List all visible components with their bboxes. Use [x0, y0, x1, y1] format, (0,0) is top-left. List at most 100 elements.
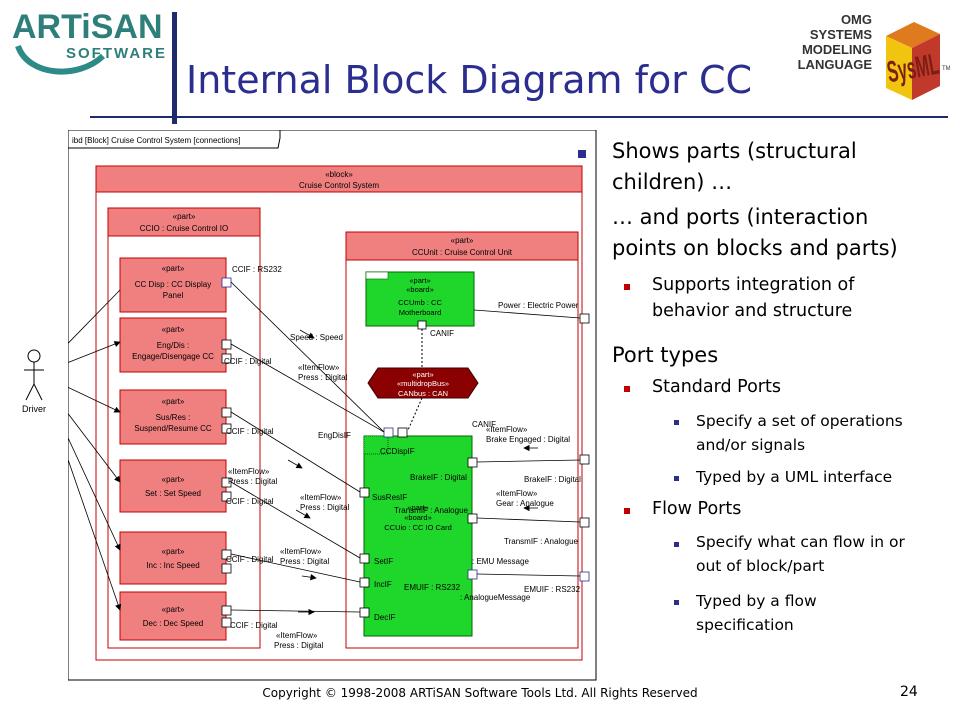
part-stereotype: «part» [162, 325, 185, 334]
part-io-card: «part» «board» CCUio : CC IO Card [363, 435, 473, 637]
label-speed: Speed : Speed [290, 333, 343, 342]
label-itemflow-brake: «ItemFlow» [486, 425, 528, 434]
label-press-susres: Press : Digital [300, 503, 350, 512]
label-brakeif-digital: BrakeIF : Digital [524, 475, 581, 484]
label-ccif-digital-5: CCIF : Digital [230, 621, 278, 630]
part-sus-res: «part» Sus/Res : Suspend/Resume CC [119, 389, 227, 445]
outer-block-stereotype: «block» [325, 170, 353, 179]
label-ccif-digital-2: CCIF : Digital [226, 427, 274, 436]
mb-name-2: Motherboard [399, 308, 442, 317]
mb-stereotype-2: «board» [406, 285, 434, 294]
bullet-marker [674, 420, 679, 425]
ccio-stereotype: «part» [173, 212, 196, 221]
bullet-l3: Typed by a UML interface [696, 468, 893, 486]
connectors [230, 281, 581, 613]
systems-text: SYSTEMS [810, 27, 872, 42]
actor-connectors [68, 289, 122, 611]
label-brakeif-internal: BrakeIF : Digital [410, 473, 467, 482]
artisan-software-logo: ARTiSAN SOFTWARE [12, 8, 167, 75]
part-cc-disp: «part» CC Disp : CC Display Panel [119, 257, 227, 313]
tm-text: TM [942, 66, 950, 72]
bus-io-connector [407, 397, 423, 431]
label-cciodisif: CCDispIF [380, 447, 415, 456]
bus-name: CANbus : CAN [398, 389, 448, 398]
label-itemflow-engdis: «ItemFlow» [298, 363, 340, 372]
label-transmif-internal: TransmIF : Analogue [394, 506, 469, 515]
driver-actor-figure [24, 349, 44, 401]
part-dec: «part» Dec : Dec Speed [119, 591, 227, 641]
bus-stereotype: «part» [412, 370, 433, 379]
ccunit-stereotype: «part» [451, 236, 474, 245]
part-stereotype: «part» [162, 475, 185, 484]
ccunit-header [345, 231, 579, 261]
copyright-footer: Copyright © 1998-2008 ARTiSAN Software T… [262, 686, 698, 700]
label-emu-message: : EMU Message [472, 557, 529, 566]
label-canif-io: CANIF [472, 420, 496, 429]
label-press-engdis: Press : Digital [298, 373, 348, 382]
label-canif-mb: CANIF [430, 329, 454, 338]
label-ccif-rs232: CCIF : RS232 [232, 265, 282, 274]
part-stereotype: «part» [162, 264, 185, 273]
label-gear: Gear : Analogue [496, 499, 554, 508]
bullet-marker [674, 476, 679, 481]
part-name: Dec : Dec Speed [143, 619, 203, 628]
slide-title: Internal Block Diagram for CC [186, 58, 753, 102]
label-incif: IncIF [374, 580, 392, 589]
label-susresif: SusResIF [372, 493, 407, 502]
part-eng-dis: «part» Eng/Dis : Engage/Disengage CC [119, 317, 227, 373]
part-name-2: Suspend/Resume CC [134, 424, 212, 433]
bullet-marker [624, 284, 630, 290]
bullet-l1: Port types [612, 343, 719, 367]
label-emuif-internal: EMUIF : RS232 [404, 583, 461, 592]
ccunit-name: CCUnit : Cruise Control Unit [412, 248, 513, 257]
outer-block-name: Cruise Control System [299, 181, 379, 190]
label-decif: DecIF [374, 613, 395, 622]
logo-software-text: SOFTWARE [66, 45, 167, 62]
bullet-marker [674, 542, 679, 547]
page-number: 24 [900, 684, 918, 700]
modeling-text: MODELING [802, 42, 872, 57]
bullet-marker [624, 386, 630, 392]
label-press-set: Press : Digital [228, 477, 278, 486]
label-ccif-digital-1: CCIF : Digital [224, 357, 272, 366]
sysml-cube-mark: SysML TM [885, 22, 950, 100]
label-itemflow-dec: «ItemFlow» [276, 631, 318, 640]
ccio-header [107, 207, 261, 237]
label-itemflow-set: «ItemFlow» [228, 467, 270, 476]
bullet-l2: Flow Ports [652, 499, 742, 519]
bullet-marker [624, 508, 630, 514]
label-setif: SetIF [374, 557, 393, 566]
io-stereotype: «part» [407, 503, 428, 512]
frame-label: ibd [Block] Cruise Control System [conne… [72, 136, 241, 145]
frame-label-tab [68, 130, 281, 149]
part-stereotype: «part» [162, 397, 185, 406]
logo-swoosh [15, 44, 106, 75]
label-press-dec: Press : Digital [274, 641, 324, 650]
mb-name: CCUmb : CC [398, 298, 442, 307]
part-canbus: «part» «multidropBus» CANbus : CAN [367, 367, 479, 399]
bus-stereotype-2: «multidropBus» [397, 379, 449, 388]
part-motherboard: «part» «board» CCUmb : CC Motherboard [365, 271, 475, 330]
part-stereotype: «part» [162, 547, 185, 556]
part-name: Sus/Res : [156, 413, 191, 422]
omg-sysml-logo: OMG SYSTEMS MODELING LANGUAGE SysML TM [798, 12, 950, 100]
label-transmif-analogue: TransmIF : Analogue [504, 537, 579, 546]
bullet-l2: Standard Ports [652, 377, 781, 397]
driver-label: Driver [22, 404, 46, 414]
itemflow-arrows [287, 329, 538, 616]
io-name: CCUio : CC IO Card [384, 523, 452, 532]
part-name: Inc : Inc Speed [146, 561, 199, 570]
label-analogue-message: : AnalogueMessage [460, 593, 531, 602]
mb-stereotype: «part» [409, 276, 430, 285]
label-engdisif: EngDisIF [318, 431, 351, 440]
logo-artisan-text: ARTiSAN [12, 8, 163, 46]
label-emuif-rs232: EMUIF : RS232 [524, 585, 581, 594]
part-name: Set : Set Speed [145, 489, 201, 498]
label-brake-engaged: Brake Engaged : Digital [486, 435, 570, 444]
omg-text: OMG [841, 12, 872, 27]
